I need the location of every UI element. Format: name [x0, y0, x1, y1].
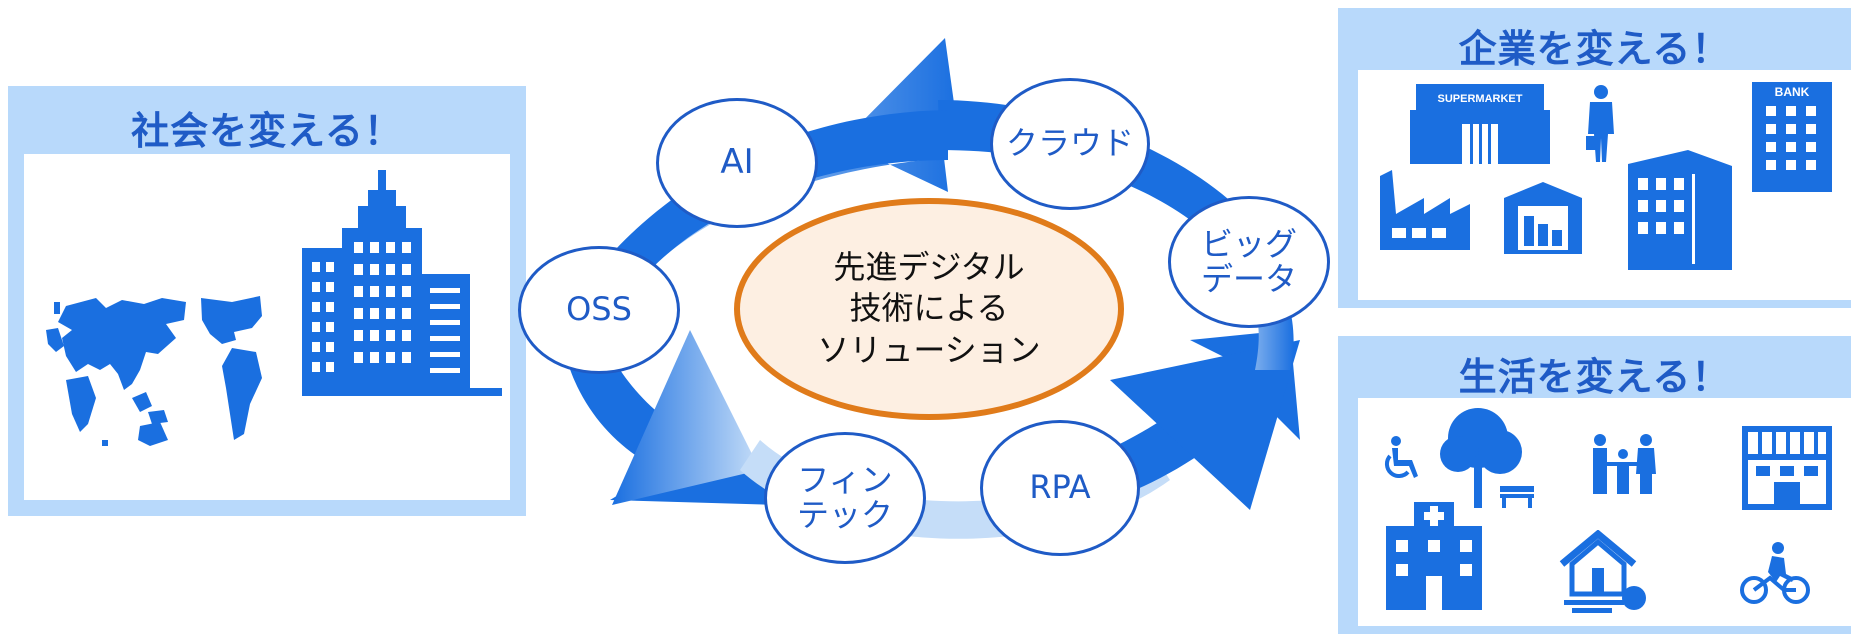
tech-node-oss: OSS — [518, 246, 680, 374]
center-solution: 先進デジタル 技術による ソリューション — [734, 198, 1124, 420]
bank-sign: BANK — [1775, 85, 1810, 99]
society-image-area — [24, 154, 510, 500]
world-map-icon — [46, 296, 262, 446]
life-title: 生活を変える！ — [1458, 355, 1731, 399]
tech-node-rpa: RPA — [980, 420, 1140, 556]
cycle-arrow-top-left — [620, 38, 958, 300]
wheelchair-icon — [1384, 436, 1418, 479]
house-icon — [1559, 530, 1646, 613]
company-image-area: SUPERMARKET BANK — [1358, 70, 1851, 300]
company-panel: 企業を変える！ SUPERMARKET BANK — [1338, 8, 1851, 308]
tech-node-fintech: フィン テック — [764, 432, 926, 564]
hospital-icon — [1386, 502, 1482, 610]
life-image-area — [1358, 398, 1851, 626]
office-building-icon — [1628, 150, 1732, 270]
businessman-icon — [1586, 85, 1614, 162]
park-tree-icon — [1440, 408, 1534, 508]
warehouse-icon — [1504, 182, 1582, 254]
cycle-arrow-left-head — [612, 330, 760, 505]
factory-icon — [1380, 170, 1470, 250]
cycle-arrow-top-band-left — [615, 110, 948, 270]
tech-node-bigdata: ビッグ データ — [1168, 196, 1330, 328]
city-buildings-icon — [302, 170, 502, 396]
company-title: 企業を変える！ — [1458, 27, 1731, 71]
life-panel: 生活を変える！ — [1338, 336, 1851, 634]
tech-node-ai: AI — [656, 98, 818, 228]
tech-node-cloud: クラウド — [990, 78, 1150, 210]
cycle-arrow-right-head — [1110, 340, 1300, 510]
shop-icon — [1742, 426, 1832, 510]
supermarket-sign: SUPERMARKET — [1438, 93, 1523, 105]
society-panel: 社会を変える！ — [8, 86, 526, 516]
family-icon — [1593, 434, 1656, 494]
supermarket-icon: SUPERMARKET — [1410, 84, 1550, 164]
cyclist-icon — [1740, 542, 1810, 604]
bank-icon: BANK — [1752, 82, 1832, 192]
society-title: 社会を変える！ — [131, 109, 403, 153]
